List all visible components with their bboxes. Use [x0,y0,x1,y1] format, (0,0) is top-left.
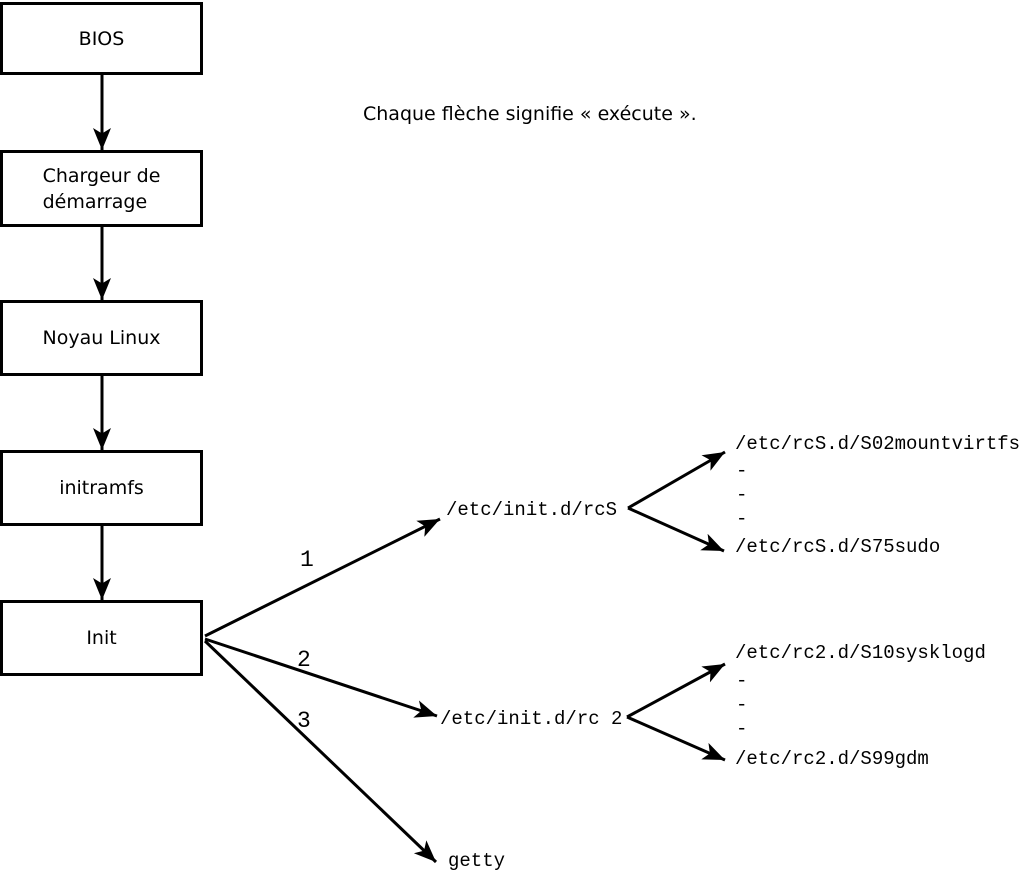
arrow-rc2-to-first-script [626,662,726,719]
arrow-init-to-rc2 [204,637,438,718]
box-kernel-label: Noyau Linux [42,327,161,349]
arrow-rc2-to-last-script [626,715,726,762]
legend-note: Chaque flèche signifie « exécute ». [363,103,697,125]
arrow-init-to-getty [203,639,438,864]
box-bios-label: BIOS [78,27,125,50]
box-init: Init [0,600,203,676]
path-rc2-last-script: /etc/rc2.d/S99gdm [735,748,929,770]
arrow-label-2: 2 [297,647,311,673]
arrow-label-3: 3 [297,708,311,734]
box-bootloader-label: Chargeur de démarrage [42,164,161,213]
box-init-label: Init [86,627,117,649]
path-rc2-first-script: /etc/rc2.d/S10sysklogd [735,642,986,664]
box-initramfs: initramfs [0,450,203,526]
path-getty: getty [448,850,506,872]
box-bootloader: Chargeur de démarrage [0,150,203,227]
arrow-label-1: 1 [300,547,314,573]
box-initramfs-label: initramfs [59,477,144,499]
arrow-rcS-to-first-script [627,450,726,510]
rc2-ellipsis-dashes: - - - [736,670,748,740]
rcS-ellipsis-dashes: - - - [736,460,748,530]
arrow-init-to-rcS [204,517,441,638]
path-rcS-first-script: /etc/rcS.d/S02mountvirtfs [735,433,1021,455]
box-bios: BIOS [0,2,203,75]
path-rcS-last-script: /etc/rcS.d/S75sudo [735,536,941,558]
arrow-rcS-to-last-script [627,506,725,553]
path-init-d-rc2: /etc/init.d/rc 2 [440,708,623,730]
path-init-d-rcS: /etc/init.d/rcS [446,499,618,521]
box-kernel: Noyau Linux [0,300,203,376]
